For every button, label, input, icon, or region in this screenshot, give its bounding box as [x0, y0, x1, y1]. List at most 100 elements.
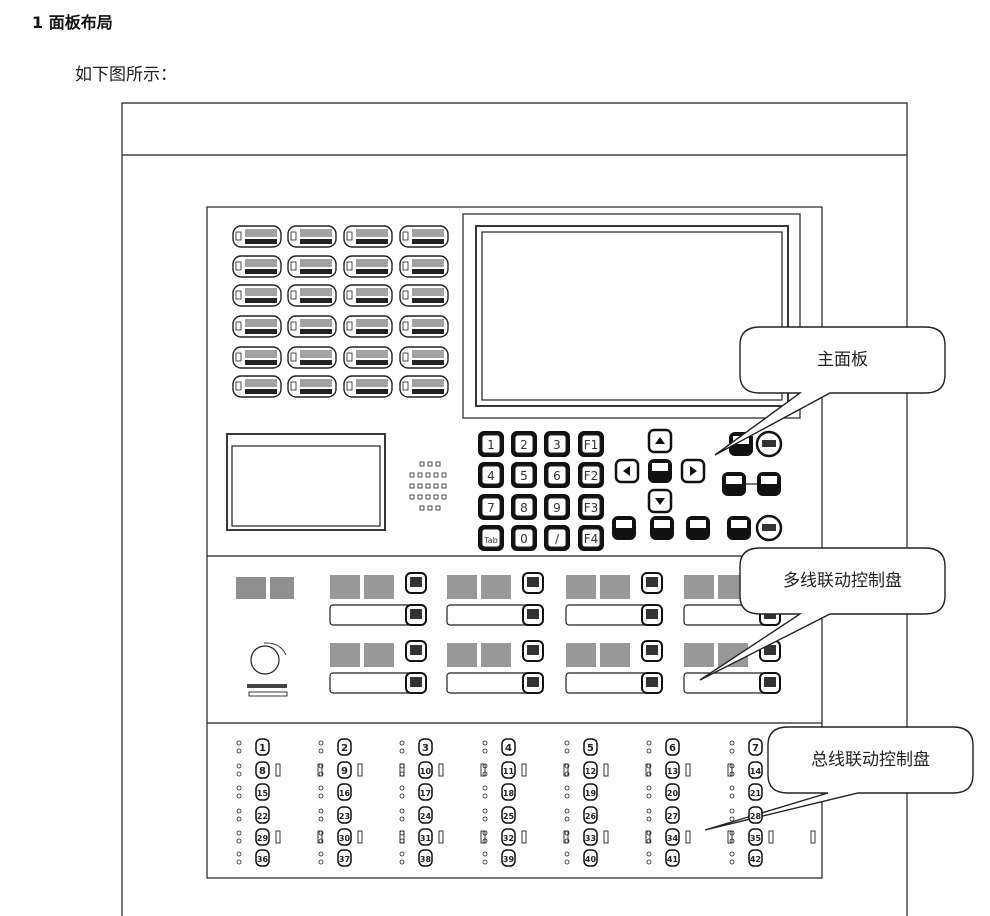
bus-channel-39[interactable]: 39: [482, 849, 516, 867]
channel-start-button[interactable]: [641, 572, 663, 594]
key-label: 4: [487, 469, 495, 483]
bus-channel-31[interactable]: 31: [399, 828, 433, 846]
bottom-function-key-2[interactable]: [650, 516, 674, 540]
keypad-key-f3[interactable]: F3: [578, 494, 604, 520]
bus-channel-1[interactable]: 1: [236, 738, 270, 756]
bus-channel-22[interactable]: 22: [236, 806, 270, 824]
bus-channel-17[interactable]: 17: [399, 783, 433, 801]
keypad-key-f1[interactable]: F1: [578, 431, 604, 457]
bus-channel-25[interactable]: 25: [482, 806, 516, 824]
keypad-key-8[interactable]: 8: [511, 494, 537, 520]
bus-channel-34[interactable]: 34: [646, 828, 680, 846]
function-key-d[interactable]: [757, 472, 781, 496]
bus-channel-38[interactable]: 38: [399, 849, 433, 867]
keypad-key-9[interactable]: 9: [544, 494, 570, 520]
channel-start-button[interactable]: [405, 572, 427, 594]
keypad-key-2[interactable]: 2: [511, 431, 537, 457]
bus-channel-23[interactable]: 23: [318, 806, 352, 824]
key-face: [581, 434, 601, 454]
channel-stop-button[interactable]: [405, 604, 427, 626]
keypad-key-1[interactable]: 1: [478, 431, 504, 457]
channel-stop-button[interactable]: [522, 672, 544, 694]
indicator-led: [346, 321, 353, 331]
bus-channel-2[interactable]: 2: [318, 738, 352, 756]
bus-slot: [438, 763, 444, 777]
bus-channel-24[interactable]: 24: [399, 806, 433, 824]
bus-channel-30[interactable]: 30: [318, 828, 352, 846]
bus-channel-16[interactable]: 16: [318, 783, 352, 801]
bus-channel-32[interactable]: 32: [482, 828, 516, 846]
bottom-function-key-3[interactable]: [686, 516, 710, 540]
key-face: [581, 497, 601, 517]
bus-channel-3[interactable]: 3: [399, 738, 433, 756]
channel-start-button[interactable]: [522, 640, 544, 662]
arrow-down-key[interactable]: [647, 488, 673, 514]
bus-led: [399, 748, 405, 754]
indicator-label-plate: [399, 255, 449, 278]
bus-channel-4[interactable]: 4: [482, 738, 516, 756]
bus-channel-18[interactable]: 18: [482, 783, 516, 801]
key-face: [547, 528, 567, 548]
bus-channel-35[interactable]: 35: [729, 828, 763, 846]
bus-channel-29[interactable]: 29: [236, 828, 270, 846]
keypad-key-7[interactable]: 7: [478, 494, 504, 520]
indicator-label-code: [245, 269, 277, 274]
keypad-key-5[interactable]: 5: [511, 462, 537, 488]
bus-channel-8[interactable]: 8: [236, 761, 270, 779]
bus-channel-9[interactable]: 9: [318, 761, 352, 779]
channel-stop-button[interactable]: [522, 604, 544, 626]
channel-start-button[interactable]: [522, 572, 544, 594]
keypad-key-tab[interactable]: Tab: [478, 525, 504, 551]
keypad-key-4[interactable]: 4: [478, 462, 504, 488]
indicator-label-code: [412, 298, 444, 303]
keypad-key-3[interactable]: 3: [544, 431, 570, 457]
bus-channel-12[interactable]: 12: [564, 761, 598, 779]
bus-channel-33[interactable]: 33: [564, 828, 598, 846]
channel-stop-button[interactable]: [405, 672, 427, 694]
bus-slot: [563, 830, 569, 844]
bus-channel-11[interactable]: 11: [482, 761, 516, 779]
bus-channel-36[interactable]: 36: [236, 849, 270, 867]
bus-channel-41[interactable]: 41: [646, 849, 680, 867]
channel-start-button[interactable]: [641, 640, 663, 662]
indicator-label-plate: [232, 255, 282, 278]
bus-channel-13[interactable]: 13: [646, 761, 680, 779]
channel-start-button[interactable]: [405, 640, 427, 662]
bus-channel-10[interactable]: 10: [399, 761, 433, 779]
keypad-key-0[interactable]: 0: [511, 525, 537, 551]
bus-channel-7[interactable]: 7: [729, 738, 763, 756]
bus-channel-28[interactable]: 28: [729, 806, 763, 824]
keypad-key-6[interactable]: 6: [544, 462, 570, 488]
channel-stop-button[interactable]: [641, 672, 663, 694]
keypad-key-/[interactable]: /: [544, 525, 570, 551]
bus-channel-40[interactable]: 40: [564, 849, 598, 867]
bus-channel-20[interactable]: 20: [646, 783, 680, 801]
arrow-left-key[interactable]: [614, 458, 640, 484]
bus-channel-21[interactable]: 21: [729, 783, 763, 801]
bus-channel-6[interactable]: 6: [646, 738, 680, 756]
bus-channel-15[interactable]: 15: [236, 783, 270, 801]
bus-channel-27[interactable]: 27: [646, 806, 680, 824]
channel-stop-button[interactable]: [641, 604, 663, 626]
channel-stop-button[interactable]: [759, 672, 781, 694]
multi-line-channel: [329, 572, 427, 626]
function-key-c[interactable]: [722, 472, 746, 496]
keypad-key-f4[interactable]: F4: [578, 525, 604, 551]
bottom-round-key[interactable]: [755, 514, 783, 542]
bottom-function-key-4[interactable]: [727, 516, 751, 540]
arrow-right-key[interactable]: [680, 458, 706, 484]
bus-channel-5[interactable]: 5: [564, 738, 598, 756]
bus-channel-26[interactable]: 26: [564, 806, 598, 824]
func-key-label: [654, 520, 670, 528]
bus-button-face: [337, 806, 352, 824]
bus-channel-42[interactable]: 42: [729, 849, 763, 867]
keypad-key-f2[interactable]: F2: [578, 462, 604, 488]
confirm-key[interactable]: [648, 459, 672, 483]
function-key-b[interactable]: [755, 430, 783, 458]
bus-channel-37[interactable]: 37: [318, 849, 352, 867]
arrow-up-key[interactable]: [647, 428, 673, 454]
bus-button-number: 39: [503, 855, 515, 864]
bus-channel-14[interactable]: 14: [729, 761, 763, 779]
bus-channel-19[interactable]: 19: [564, 783, 598, 801]
bottom-function-key-1[interactable]: [612, 516, 636, 540]
